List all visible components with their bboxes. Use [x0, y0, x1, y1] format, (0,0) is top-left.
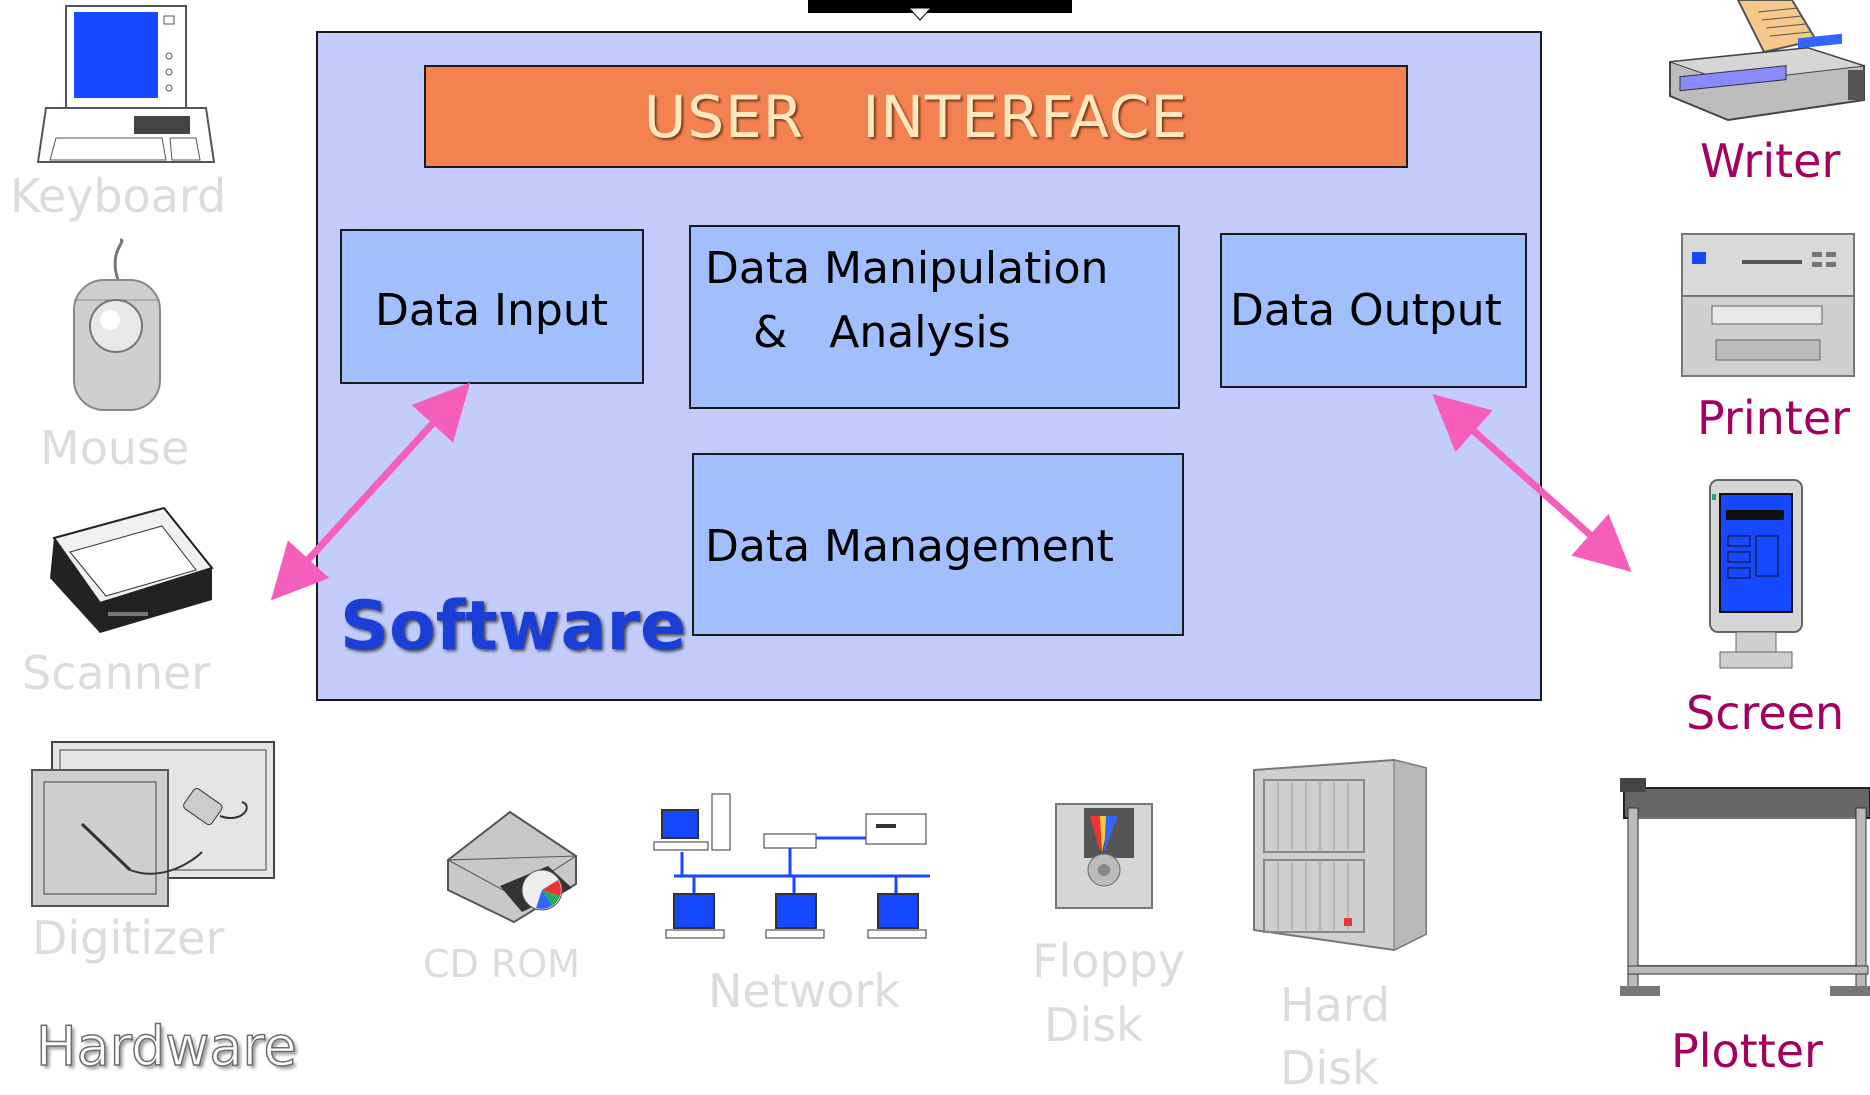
floppy-disk-icon [1055, 803, 1153, 909]
printer-label: Printer [1697, 391, 1851, 445]
data-input-box: Data Input [340, 229, 644, 384]
keyboard-label: Keyboard [10, 169, 227, 223]
floppy-label-1: Floppy [1032, 934, 1186, 988]
user-interface-bar: USER INTERFACE [424, 65, 1408, 168]
hard-disk-label-2: Disk [1280, 1041, 1379, 1095]
data-management-box: Data Management [692, 453, 1184, 636]
data-output-label: Data Output [1230, 285, 1502, 336]
keyboard-icon [36, 5, 216, 163]
hardware-title: Hardware [35, 1015, 297, 1078]
user-interface-label: USER INTERFACE [643, 82, 1189, 151]
data-input-label: Data Input [375, 285, 608, 336]
floppy-label-2: Disk [1044, 998, 1143, 1052]
cd-rom-icon [446, 810, 578, 924]
data-output-box: Data Output [1220, 233, 1527, 388]
data-manipulation-label-2: & Analysis [753, 307, 1011, 358]
screen-icon [1709, 479, 1803, 669]
hard-disk-label-1: Hard [1280, 978, 1391, 1032]
digitizer-icon [31, 741, 275, 907]
top-figure-fragment [808, 0, 1072, 13]
mouse-label: Mouse [40, 421, 190, 475]
plotter-icon [1620, 778, 1870, 996]
screen-label: Screen [1686, 686, 1845, 740]
digitizer-label: Digitizer [32, 911, 225, 965]
scanner-icon [50, 506, 214, 633]
writer-label: Writer [1700, 134, 1841, 188]
cd-rom-label: CD ROM [423, 942, 580, 986]
printer-icon [1681, 233, 1855, 377]
network-icon [653, 793, 930, 939]
hard-disk-icon [1253, 758, 1427, 952]
writer-icon [1669, 0, 1865, 122]
data-manipulation-label-1: Data Manipulation [705, 243, 1109, 294]
network-label: Network [708, 964, 901, 1018]
data-manipulation-box: Data Manipulation & Analysis [689, 225, 1180, 409]
plotter-label: Plotter [1671, 1024, 1823, 1078]
scanner-label: Scanner [22, 646, 211, 700]
mouse-icon [73, 238, 161, 411]
software-title: Software [340, 587, 687, 666]
data-management-label: Data Management [705, 521, 1114, 572]
top-figure-tip [907, 7, 933, 21]
